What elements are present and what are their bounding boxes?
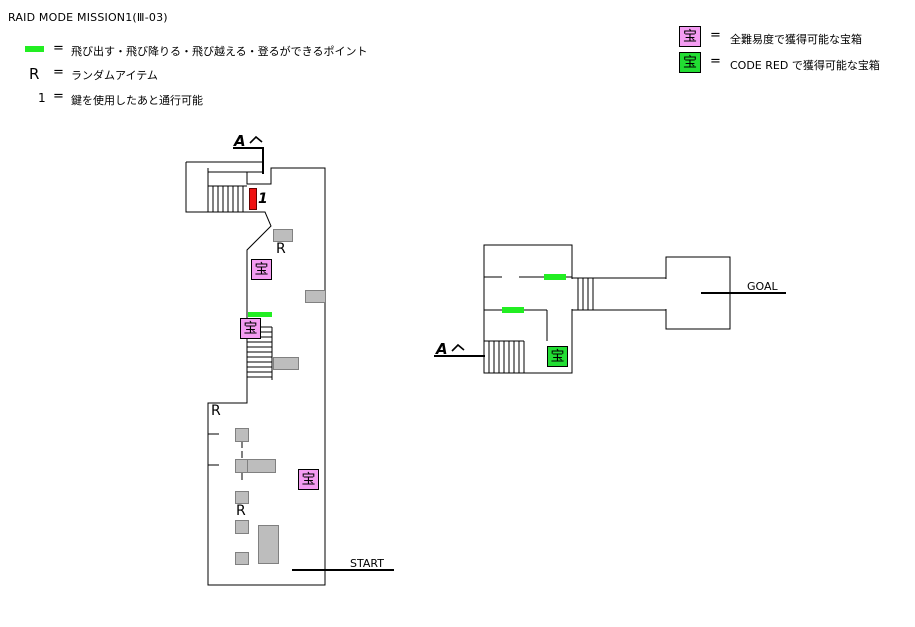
legend-equals: = — [53, 65, 64, 80]
corridor-gap-top — [571, 279, 573, 309]
legend-equals: = — [53, 41, 64, 56]
legend-jump-point-text: 飛び出す・飛び降りる・飛び越える・登るができるポイント — [71, 45, 368, 58]
key-door-symbol: 1 — [38, 91, 46, 105]
obstacle — [235, 520, 249, 534]
connection-line — [434, 355, 485, 357]
obstacle — [305, 290, 326, 303]
obstacle — [235, 428, 249, 442]
treasure-chest: 宝 — [251, 259, 272, 280]
obstacle — [235, 552, 249, 565]
jump-point — [544, 274, 566, 280]
goal-label: GOAL — [747, 280, 778, 293]
key-door-number: 1 — [258, 191, 268, 207]
legend-equals: = — [53, 89, 64, 104]
connection-mark-a: A — [436, 339, 465, 358]
connection-arrow-icon — [249, 135, 263, 144]
connection-line — [262, 147, 264, 174]
page-title: RAID MODE MISSION1(Ⅲ-03) — [8, 11, 168, 24]
legend-equals: = — [710, 28, 721, 43]
jump-point — [248, 312, 272, 317]
legend-random-item-text: ランダムアイテム — [71, 69, 158, 82]
obstacle — [247, 459, 276, 473]
legend-treasure-code-red-text: CODE RED で獲得可能な宝箱 — [730, 59, 880, 72]
random-item-marker: R — [276, 241, 286, 257]
jump-point — [502, 307, 524, 313]
legend-equals: = — [710, 54, 721, 69]
obstacle — [235, 491, 249, 504]
treasure-chest: 宝 — [240, 318, 261, 339]
start-label: START — [350, 557, 384, 570]
connection-line — [233, 147, 263, 149]
random-item-marker: R — [211, 403, 221, 419]
start-line — [292, 569, 394, 571]
treasure-code-red-swatch: 宝 — [679, 52, 701, 73]
corridor-gap-goal — [665, 279, 667, 309]
connection-arrow-icon — [451, 343, 465, 352]
goal-line — [701, 292, 786, 294]
random-item-symbol: R — [29, 65, 40, 83]
connection-mark-a: A — [234, 131, 263, 150]
connection-letter: A — [436, 340, 448, 358]
random-item-marker: R — [236, 503, 246, 519]
treasure-chest: 宝 — [298, 469, 319, 490]
treasure-all-swatch: 宝 — [679, 26, 701, 47]
obstacle — [273, 229, 293, 242]
connection-letter: A — [234, 132, 246, 150]
treasure-chest-code-red: 宝 — [547, 346, 568, 367]
obstacle — [258, 525, 279, 564]
key-door — [249, 188, 257, 210]
legend-treasure-all-text: 全難易度で獲得可能な宝箱 — [730, 33, 862, 46]
jump-point-swatch — [25, 46, 44, 52]
legend-key-door-text: 鍵を使用したあと通行可能 — [71, 94, 203, 107]
obstacle — [273, 357, 299, 370]
